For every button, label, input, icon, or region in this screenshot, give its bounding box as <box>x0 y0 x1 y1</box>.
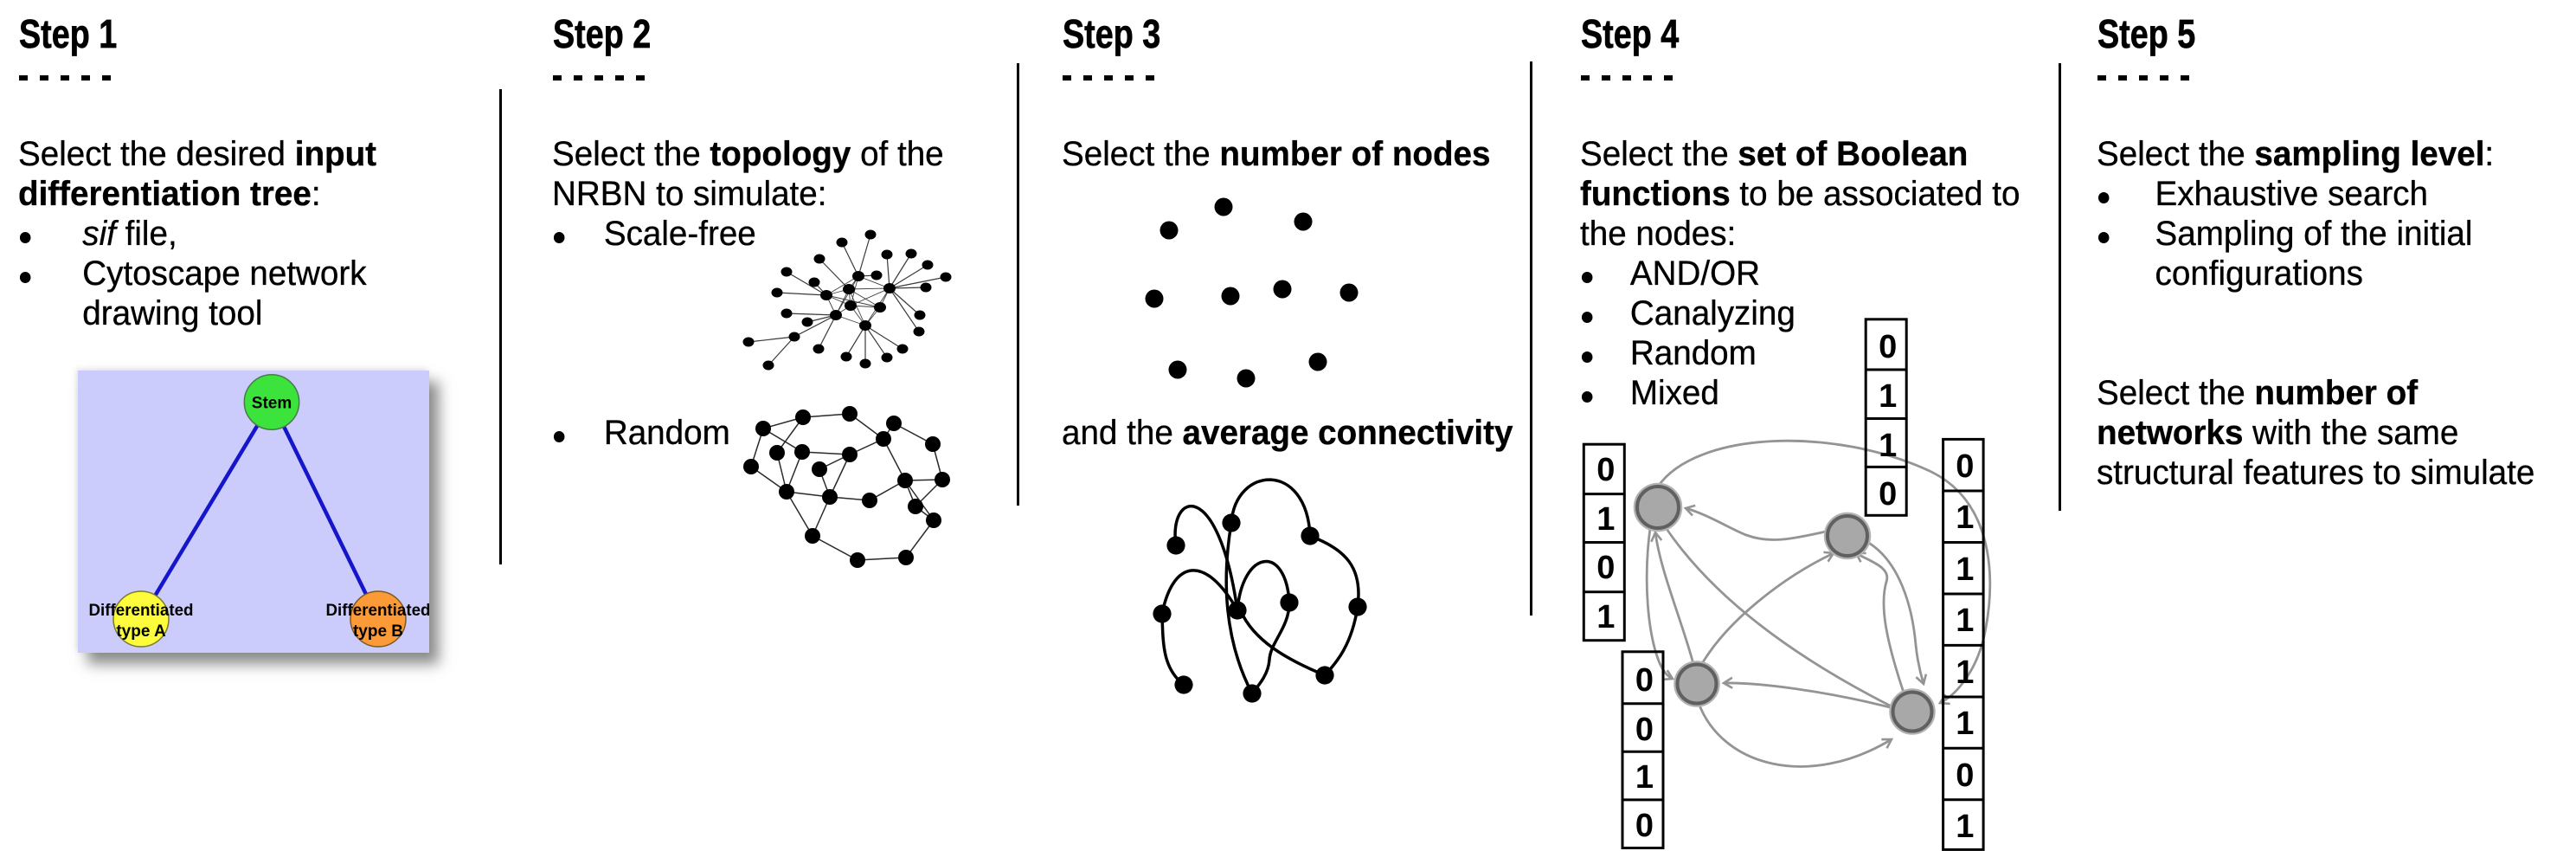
svg-text:0: 0 <box>1956 758 1974 794</box>
svg-text:1: 1 <box>1956 603 1974 639</box>
svg-text:Differentiated: Differentiated <box>89 602 194 620</box>
svg-text:1: 1 <box>1596 599 1615 635</box>
svg-text:0: 0 <box>1879 476 1897 513</box>
svg-text:0: 0 <box>1956 448 1974 485</box>
svg-text:0: 0 <box>1596 452 1615 488</box>
svg-text:1: 1 <box>1956 654 1974 691</box>
svg-text:type A: type A <box>116 622 166 641</box>
svg-text:Differentiated: Differentiated <box>326 602 430 620</box>
svg-text:0: 0 <box>1596 550 1615 586</box>
svg-text:0: 0 <box>1635 662 1654 699</box>
svg-text:1: 1 <box>1596 501 1615 538</box>
svg-text:1: 1 <box>1956 809 1974 845</box>
svg-text:0: 0 <box>1879 329 1897 365</box>
svg-text:0: 0 <box>1635 808 1654 844</box>
svg-text:type B: type B <box>353 622 403 641</box>
svg-text:Stem: Stem <box>252 395 292 413</box>
svg-text:0: 0 <box>1635 712 1654 748</box>
svg-text:1: 1 <box>1879 428 1897 464</box>
svg-text:1: 1 <box>1956 706 1974 742</box>
svg-text:1: 1 <box>1956 551 1974 588</box>
svg-text:1: 1 <box>1635 759 1654 796</box>
svg-text:1: 1 <box>1879 378 1897 415</box>
svg-text:1: 1 <box>1956 500 1974 536</box>
